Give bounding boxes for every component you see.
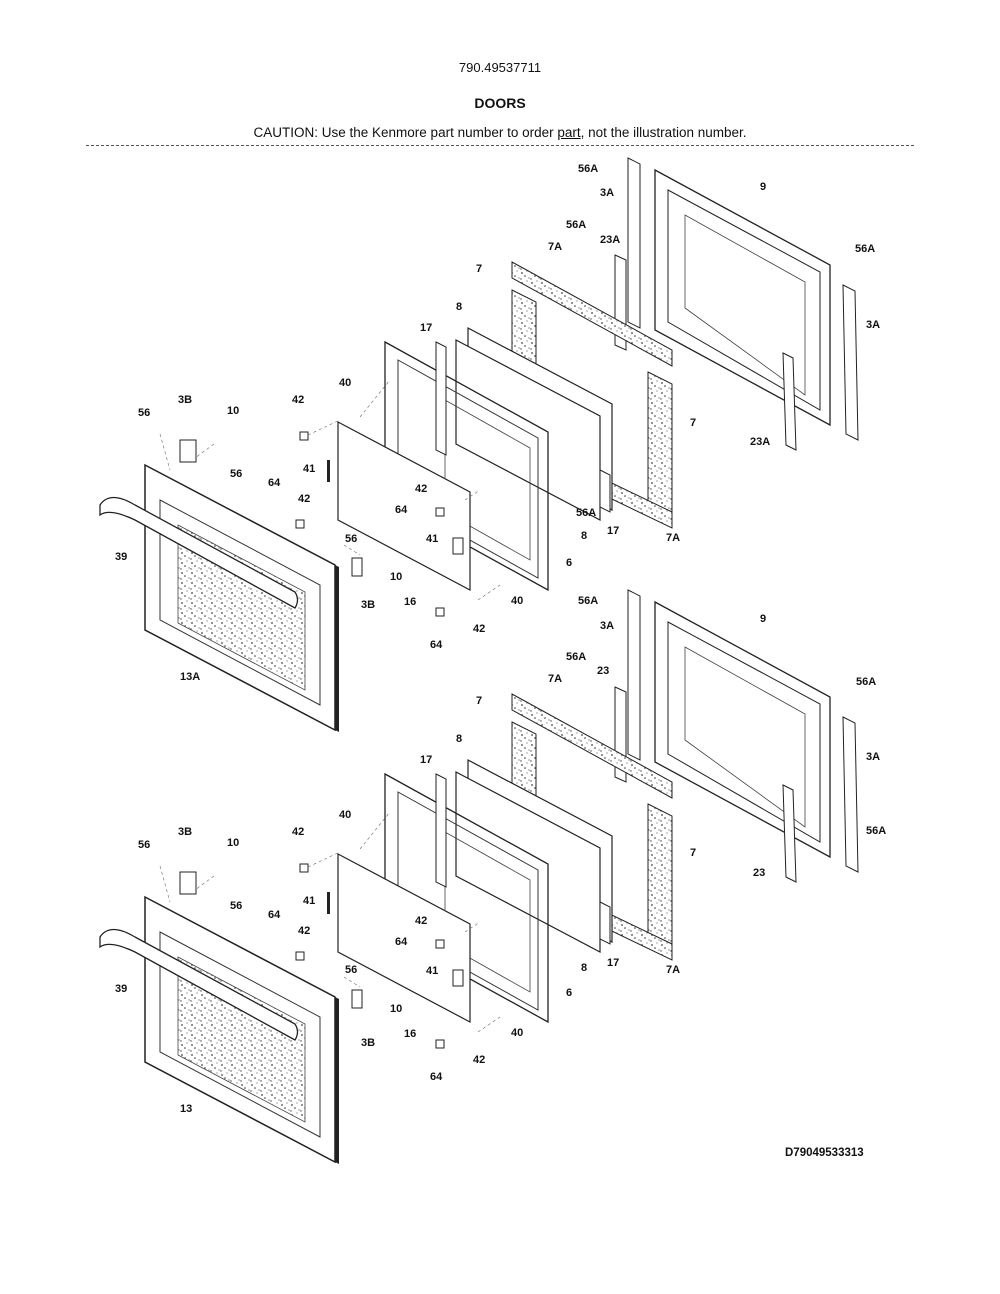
lower-callout-8: 8 bbox=[456, 733, 462, 745]
lower-callout-56: 56 bbox=[345, 964, 357, 976]
upper-callout-56A: 56A bbox=[578, 163, 598, 175]
lower-callout-17: 17 bbox=[607, 957, 619, 969]
lower-callout-64: 64 bbox=[395, 936, 408, 948]
lower-callout-7A: 7A bbox=[666, 964, 680, 976]
lower-callout-9: 9 bbox=[760, 613, 766, 625]
upper-callout-42: 42 bbox=[473, 623, 485, 635]
upper-callout-3A: 3A bbox=[600, 187, 614, 199]
lower-callout-16: 16 bbox=[404, 1028, 416, 1040]
lower-callout-41: 41 bbox=[303, 895, 315, 907]
lower-callout-42: 42 bbox=[473, 1054, 485, 1066]
lower-callout-39: 39 bbox=[115, 983, 127, 995]
upper-callout-7: 7 bbox=[476, 263, 482, 275]
lower-callout-6: 6 bbox=[566, 987, 572, 999]
upper-callout-23A: 23A bbox=[600, 234, 620, 246]
model-number: 790.49537711 bbox=[458, 60, 542, 75]
lower-callout-10: 10 bbox=[227, 837, 239, 849]
upper-callout-56A: 56A bbox=[855, 243, 875, 255]
caution-prefix: CAUTION: Use the Kenmore part number to … bbox=[253, 125, 558, 140]
drawing-id: D79049533313 bbox=[785, 1147, 864, 1159]
upper-callout-56A: 56A bbox=[566, 219, 586, 231]
lower-callout-42: 42 bbox=[292, 826, 304, 838]
upper-callout-10: 10 bbox=[390, 571, 402, 583]
lower-callout-3A: 3A bbox=[600, 620, 614, 632]
upper-callout-64: 64 bbox=[395, 504, 408, 516]
lower-callout-56: 56 bbox=[138, 839, 150, 851]
upper-door-drawing bbox=[99, 157, 859, 733]
page-title: DOORS bbox=[474, 95, 526, 111]
upper-callout-42: 42 bbox=[298, 493, 310, 505]
upper-callout-8: 8 bbox=[456, 301, 462, 313]
upper-callout-7A: 7A bbox=[548, 241, 562, 253]
upper-callout-17: 17 bbox=[607, 525, 619, 537]
lower-callout-40: 40 bbox=[339, 809, 351, 821]
upper-callout-56: 56 bbox=[230, 468, 242, 480]
lower-callout-56: 56 bbox=[230, 900, 242, 912]
upper-callout-16: 16 bbox=[404, 596, 416, 608]
lower-callout-3B: 3B bbox=[361, 1037, 375, 1049]
lower-callout-64: 64 bbox=[268, 909, 281, 921]
lower-callout-7: 7 bbox=[690, 847, 696, 859]
lower-callout-8: 8 bbox=[581, 962, 587, 974]
upper-callout-42: 42 bbox=[415, 483, 427, 495]
lower-callout-40: 40 bbox=[511, 1027, 523, 1039]
lower-door-labels: 56A 3A 9 56A 23 7A 7 56A 3A 8 17 40 7 42 3B 10 56 23 56A 41… bbox=[115, 595, 886, 1115]
lower-callout-56A: 56A bbox=[856, 676, 876, 688]
lower-callout-7A: 7A bbox=[548, 673, 562, 685]
upper-callout-42: 42 bbox=[292, 394, 304, 406]
upper-callout-64: 64 bbox=[268, 477, 281, 489]
lower-callout-13: 13 bbox=[180, 1103, 192, 1115]
upper-callout-6: 6 bbox=[566, 557, 572, 569]
upper-callout-7: 7 bbox=[690, 417, 696, 429]
upper-callout-3B: 3B bbox=[178, 394, 192, 406]
upper-callout-40: 40 bbox=[339, 377, 351, 389]
lower-callout-3B: 3B bbox=[178, 826, 192, 838]
upper-callout-10: 10 bbox=[227, 405, 239, 417]
lower-callout-56A: 56A bbox=[578, 595, 598, 607]
caution-suffix: , not the illustration number. bbox=[580, 125, 747, 140]
lower-callout-23: 23 bbox=[753, 867, 765, 879]
lower-callout-3A: 3A bbox=[866, 751, 880, 763]
upper-callout-7A: 7A bbox=[666, 532, 680, 544]
upper-callout-56A: 56A bbox=[576, 507, 596, 519]
upper-callout-3A: 3A bbox=[866, 319, 880, 331]
upper-callout-56: 56 bbox=[345, 533, 357, 545]
lower-callout-56A: 56A bbox=[566, 651, 586, 663]
lower-callout-64: 64 bbox=[430, 1071, 443, 1083]
caution-underlined-word: part bbox=[557, 125, 581, 140]
header-divider bbox=[86, 145, 914, 146]
lower-callout-41: 41 bbox=[426, 965, 438, 977]
lower-callout-23: 23 bbox=[597, 665, 609, 677]
lower-callout-10: 10 bbox=[390, 1003, 402, 1015]
lower-callout-56A: 56A bbox=[866, 825, 886, 837]
upper-callout-56: 56 bbox=[138, 407, 150, 419]
upper-callout-8: 8 bbox=[581, 530, 587, 542]
lower-callout-7: 7 bbox=[476, 695, 482, 707]
lower-callout-42: 42 bbox=[298, 925, 310, 937]
lower-callout-42: 42 bbox=[415, 915, 427, 927]
upper-callout-9: 9 bbox=[760, 181, 766, 193]
upper-callout-41: 41 bbox=[426, 533, 438, 545]
upper-callout-23A: 23A bbox=[750, 436, 770, 448]
upper-callout-13A: 13A bbox=[180, 671, 200, 683]
upper-callout-41: 41 bbox=[303, 463, 315, 475]
upper-callout-64: 64 bbox=[430, 639, 443, 651]
lower-door-drawing bbox=[99, 589, 859, 1165]
upper-callout-40: 40 bbox=[511, 595, 523, 607]
lower-callout-17: 17 bbox=[420, 754, 432, 766]
caution-note: CAUTION: Use the Kenmore part number to … bbox=[0, 125, 1000, 140]
upper-callout-17: 17 bbox=[420, 322, 432, 334]
upper-callout-3B: 3B bbox=[361, 599, 375, 611]
upper-callout-39: 39 bbox=[115, 551, 127, 563]
